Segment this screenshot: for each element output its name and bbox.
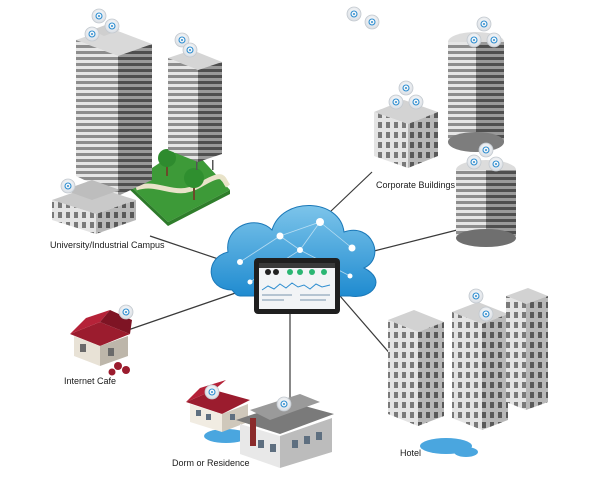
tablet-dashboard-icon (254, 258, 340, 314)
campus-complex (52, 24, 231, 234)
hotel-complex (388, 288, 548, 457)
access-point-icon (476, 16, 492, 32)
label-cafe: Internet Cafe (64, 376, 117, 386)
campus-tower-1 (76, 24, 152, 196)
label-campus: University/Industrial Campus (50, 240, 165, 250)
access-point-icon (398, 80, 414, 96)
access-point-icon (182, 42, 198, 58)
access-point-icon (478, 306, 494, 322)
hotel-tower-3 (506, 288, 548, 410)
access-point-icon (466, 154, 482, 170)
link-corporate (329, 171, 373, 213)
access-point-icon (174, 32, 190, 48)
access-point-icon (486, 32, 502, 48)
access-point-icon (408, 94, 424, 110)
access-point-icon (468, 288, 484, 304)
access-point-icon (478, 142, 494, 158)
link-cafe (127, 287, 251, 331)
tree-icon (158, 149, 214, 200)
label-corporate: Corporate Buildings (376, 180, 456, 190)
corporate-complex (374, 32, 516, 247)
access-point-icon (466, 32, 482, 48)
access-points (60, 6, 504, 412)
access-point-icon (346, 6, 362, 22)
access-point-icon (204, 384, 220, 400)
grass-lawn (128, 144, 230, 222)
access-point-icon (84, 26, 100, 42)
hotel-tower-2 (452, 302, 508, 430)
access-point-icon (364, 14, 380, 30)
access-point-icon (488, 156, 504, 172)
label-hotel: Hotel (400, 448, 422, 458)
label-dorm: Dorm or Residence (172, 458, 250, 468)
access-point-icon (388, 94, 404, 110)
internet-cafe-building (70, 310, 132, 376)
campus-low-building (52, 180, 136, 234)
access-point-icon (60, 178, 76, 194)
corporate-tower-1 (448, 32, 504, 152)
corporate-tower-2 (456, 160, 516, 247)
access-point-icon (91, 8, 107, 24)
hotel-tower-1 (388, 310, 444, 426)
access-point-icon (118, 304, 134, 320)
access-point-icon (276, 396, 292, 412)
corporate-mid-building (374, 100, 438, 168)
campus-tower-2 (168, 50, 222, 162)
link-corporate-2 (369, 227, 466, 253)
link-hotel (339, 295, 393, 357)
access-point-icon (104, 18, 120, 34)
